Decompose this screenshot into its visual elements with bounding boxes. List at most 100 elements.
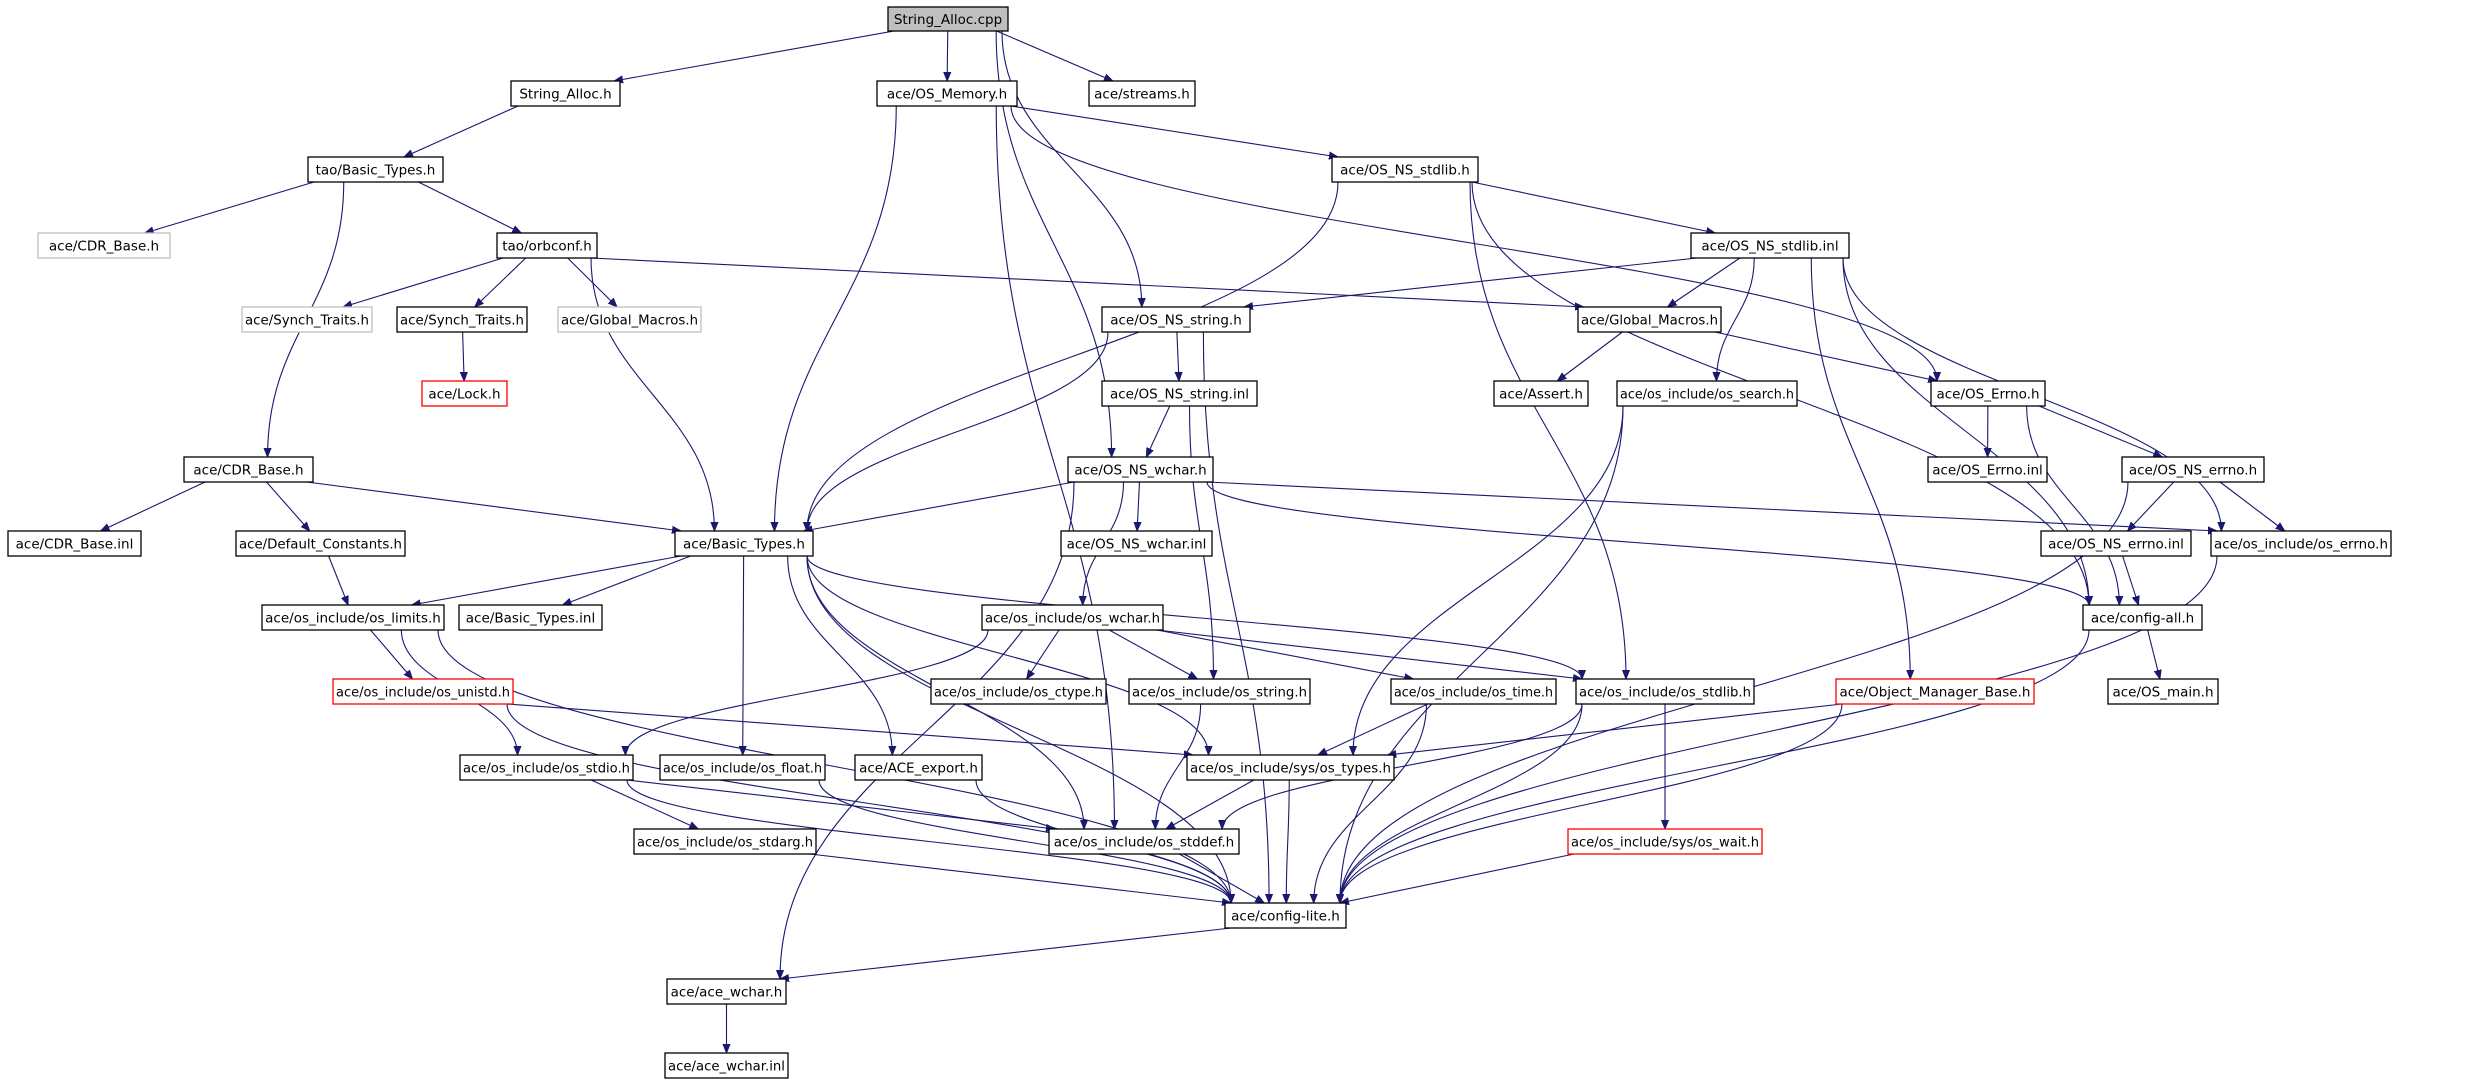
edge-os_ns_stdlib_h-to-os_ns_stdlib_inl [1471, 181, 1715, 233]
node-default_constants_h[interactable]: ace/Default_Constants.h [235, 530, 406, 557]
node-label-os_ns_errno_h: ace/OS_NS_errno.h [2129, 463, 2257, 479]
node-ace_export_h[interactable]: ace/ACE_export.h [854, 754, 983, 781]
node-box-os_include_os_errno_h [2210, 530, 2392, 557]
edge-os_ns_errno_h-to-os_include_os_errno_h [2219, 481, 2285, 531]
node-os_wchar_h[interactable]: ace/os_include/os_wchar.h [981, 604, 1164, 631]
node-synch_traits_gray[interactable]: ace/Synch_Traits.h [241, 306, 373, 333]
node-label-os_search_h: ace/os_include/os_search.h [1620, 387, 1794, 403]
edge-os_wchar_h-to-os_stdio_h [625, 629, 989, 755]
node-label-os_stddef_h: ace/os_include/os_stddef.h [1054, 835, 1234, 851]
node-os_ns_errno_inl[interactable]: ace/OS_NS_errno.inl [2040, 530, 2192, 557]
node-sys_os_types_h[interactable]: ace/os_include/sys/os_types.h [1186, 754, 1395, 781]
edge-os_ns_wchar_h-to-os_ns_wchar_inl [1137, 481, 1139, 531]
node-streams_h[interactable]: ace/streams.h [1088, 80, 1196, 107]
node-os_errno_h[interactable]: ace/OS_Errno.h [1930, 380, 2046, 407]
node-lock_h[interactable]: ace/Lock.h [421, 380, 508, 407]
node-label-os_main_h: ace/OS_main.h [2112, 685, 2213, 701]
edge-os_ns_wchar_h-to-config_all_h [1206, 481, 2089, 606]
node-orbconf_h[interactable]: tao/orbconf.h [496, 232, 598, 259]
node-box-orbconf_h [496, 232, 598, 259]
edge-os_ns_stdlib_inl-to-object_manager_base_h [1810, 257, 1910, 679]
node-string_alloc_h[interactable]: String_Alloc.h [510, 80, 621, 107]
edge-os_limits_h-to-os_unistd_h [370, 629, 413, 679]
node-box-basic_types_inl [458, 604, 603, 631]
node-os_stddef_h[interactable]: ace/os_include/os_stddef.h [1048, 828, 1240, 855]
node-os_memory_h[interactable]: ace/OS_Memory.h [876, 80, 1018, 107]
node-os_ns_string_h[interactable]: ace/OS_NS_string.h [1101, 306, 1251, 333]
node-os_limits_h[interactable]: ace/os_include/os_limits.h [261, 604, 445, 631]
node-os_string_h[interactable]: ace/os_include/os_string.h [1128, 678, 1311, 705]
node-box-os_ns_stdlib_inl [1690, 232, 1850, 259]
node-os_ns_wchar_h[interactable]: ace/OS_NS_wchar.h [1067, 456, 1214, 483]
edge-os_stdarg_h-to-config_lite_h [809, 853, 1231, 903]
node-sys_os_wait_h[interactable]: ace/os_include/sys/os_wait.h [1567, 828, 1763, 855]
node-os_ns_wchar_inl[interactable]: ace/OS_NS_wchar.inl [1060, 530, 1213, 557]
node-box-os_search_h [1616, 380, 1798, 407]
edge-basic_types_h-to-ace_export_h [787, 555, 893, 755]
node-box-streams_h [1088, 80, 1196, 107]
edge-os_wchar_h-to-os_ctype_h [1027, 629, 1060, 679]
edge-os_float_h-to-config_lite_h [818, 779, 1231, 903]
node-root[interactable]: String_Alloc.cpp [887, 6, 1009, 32]
node-os_stdarg_h[interactable]: ace/os_include/os_stdarg.h [633, 828, 817, 855]
node-synch_traits_h[interactable]: ace/Synch_Traits.h [396, 306, 528, 333]
node-os_ns_stdlib_h[interactable]: ace/OS_NS_stdlib.h [1331, 156, 1479, 183]
node-box-config_all_h [2082, 604, 2203, 631]
node-os_time_h[interactable]: ace/os_include/os_time.h [1390, 678, 1557, 705]
node-global_macros_h[interactable]: ace/Global_Macros.h [1577, 306, 1722, 333]
edge-os_stddef_h-to-config_lite_h [1179, 853, 1264, 903]
node-label-sys_os_types_h: ace/os_include/sys/os_types.h [1190, 761, 1391, 777]
node-os_ns_stdlib_inl[interactable]: ace/OS_NS_stdlib.inl [1690, 232, 1850, 259]
node-box-config_lite_h [1224, 902, 1347, 929]
node-label-global_macros_h: ace/Global_Macros.h [1581, 313, 1718, 329]
node-label-ace_wchar_inl: ace/ace_wchar.inl [668, 1059, 785, 1075]
node-os_include_os_errno_h[interactable]: ace/os_include/os_errno.h [2210, 530, 2392, 557]
node-label-os_ns_stdlib_h: ace/OS_NS_stdlib.h [1340, 163, 1470, 179]
edge-basic_types_h-to-os_limits_h [412, 555, 682, 605]
node-os_ns_errno_h[interactable]: ace/OS_NS_errno.h [2121, 456, 2265, 483]
node-config_lite_h[interactable]: ace/config-lite.h [1224, 902, 1347, 929]
node-box-global_macros_h [1577, 306, 1722, 333]
node-os_stdlib_h[interactable]: ace/os_include/os_stdlib.h [1575, 678, 1755, 705]
edge-os_ns_errno_inl-to-config_all_h [2122, 555, 2139, 605]
edge-cdr_base_h-to-default_constants_h [266, 481, 310, 531]
node-os_search_h[interactable]: ace/os_include/os_search.h [1616, 380, 1798, 407]
node-os_main_h[interactable]: ace/OS_main.h [2107, 678, 2219, 705]
edge-os_time_h-to-config_lite_h [1314, 703, 1428, 903]
node-label-os_ns_stdlib_inl: ace/OS_NS_stdlib.inl [1701, 239, 1838, 255]
node-ace_wchar_h[interactable]: ace/ace_wchar.h [666, 978, 787, 1005]
node-box-os_time_h [1390, 678, 1557, 705]
node-label-os_wchar_h: ace/os_include/os_wchar.h [985, 611, 1160, 627]
node-os_ctype_h[interactable]: ace/os_include/os_ctype.h [930, 678, 1107, 705]
node-cdr_base_gray[interactable]: ace/CDR_Base.h [37, 232, 171, 259]
node-basic_types_h[interactable]: ace/Basic_Types.h [674, 530, 814, 557]
edge-root-to-os_ns_string_h [1001, 30, 1142, 307]
node-global_macros_gray[interactable]: ace/Global_Macros.h [557, 306, 702, 333]
node-box-os_stddef_h [1048, 828, 1240, 855]
node-os_unistd_h[interactable]: ace/os_include/os_unistd.h [332, 678, 514, 705]
node-assert_h[interactable]: ace/Assert.h [1493, 380, 1589, 407]
node-box-os_float_h [659, 754, 826, 781]
node-box-ace_wchar_h [666, 978, 787, 1005]
edge-sys_os_wait_h-to-config_lite_h [1340, 853, 1575, 903]
node-ace_wchar_inl[interactable]: ace/ace_wchar.inl [664, 1052, 789, 1079]
node-label-os_ns_wchar_inl: ace/OS_NS_wchar.inl [1067, 537, 1207, 553]
node-os_stdio_h[interactable]: ace/os_include/os_stdio.h [459, 754, 634, 781]
node-cdr_base_inl[interactable]: ace/CDR_Base.inl [7, 530, 142, 557]
node-label-cdr_base_inl: ace/CDR_Base.inl [16, 537, 134, 553]
node-os_ns_string_inl[interactable]: ace/OS_NS_string.inl [1101, 380, 1258, 407]
node-os_errno_inl[interactable]: ace/OS_Errno.inl [1927, 456, 2048, 483]
edge-basic_types_h-to-sys_os_types_h [806, 555, 1209, 755]
node-cdr_base_h[interactable]: ace/CDR_Base.h [183, 456, 314, 483]
node-basic_types_inl[interactable]: ace/Basic_Types.inl [458, 604, 603, 631]
node-config_all_h[interactable]: ace/config-all.h [2082, 604, 2203, 631]
edge-string_alloc_h-to-tao_basic_types_h [404, 105, 519, 158]
node-object_manager_base_h[interactable]: ace/Object_Manager_Base.h [1835, 678, 2035, 705]
node-box-os_ns_wchar_inl [1060, 530, 1213, 557]
node-os_float_h[interactable]: ace/os_include/os_float.h [659, 754, 826, 781]
edge-os_ns_wchar_h-to-ace_wchar_h [780, 481, 1075, 979]
node-box-os_limits_h [261, 604, 445, 631]
edge-os_search_h-to-config_lite_h [1340, 405, 1624, 903]
node-label-lock_h: ace/Lock.h [428, 387, 500, 403]
node-tao_basic_types_h[interactable]: tao/Basic_Types.h [307, 156, 444, 183]
